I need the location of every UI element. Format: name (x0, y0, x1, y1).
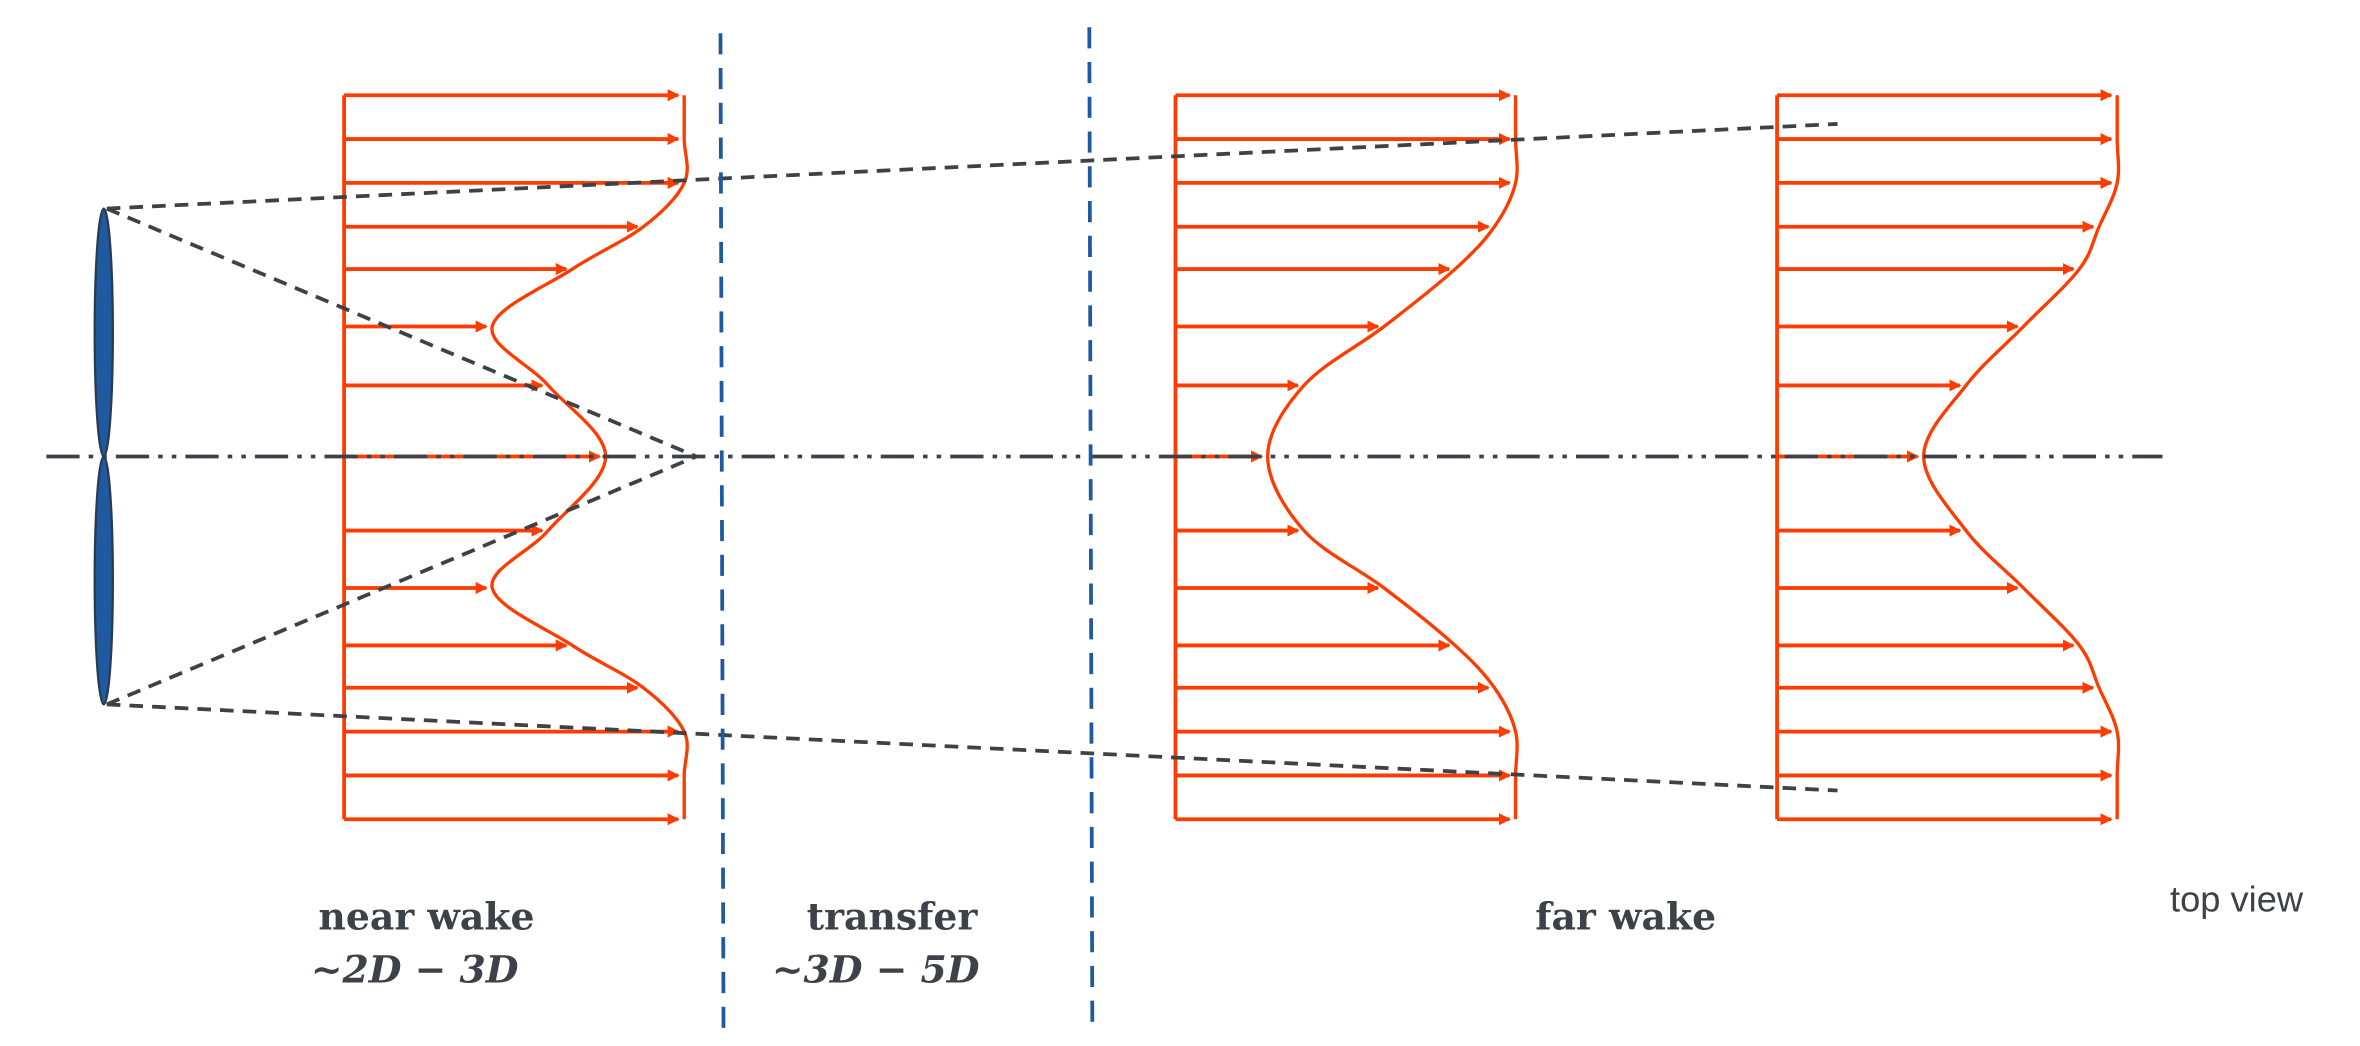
core-boundary-upper (106, 206, 698, 459)
top-view-label: top view (2170, 878, 2304, 919)
region-boundary-transfer-far (1087, 27, 1095, 1031)
core-boundary-lower (106, 454, 698, 707)
transfer-label: transfer (807, 895, 979, 939)
region-boundary-near-transfer (718, 33, 726, 1031)
wake-expansion-upper (106, 122, 1838, 211)
far-wake-label: far wake (1535, 895, 1716, 939)
wake-expansion-lower (106, 702, 1838, 793)
profile-curve (1266, 95, 1519, 820)
near-wake-label: near wake (318, 895, 534, 939)
transfer-range: ~3D − 5D (772, 948, 980, 992)
near-wake-range: ~2D − 3D (311, 948, 519, 992)
rotor-icon (93, 207, 114, 706)
